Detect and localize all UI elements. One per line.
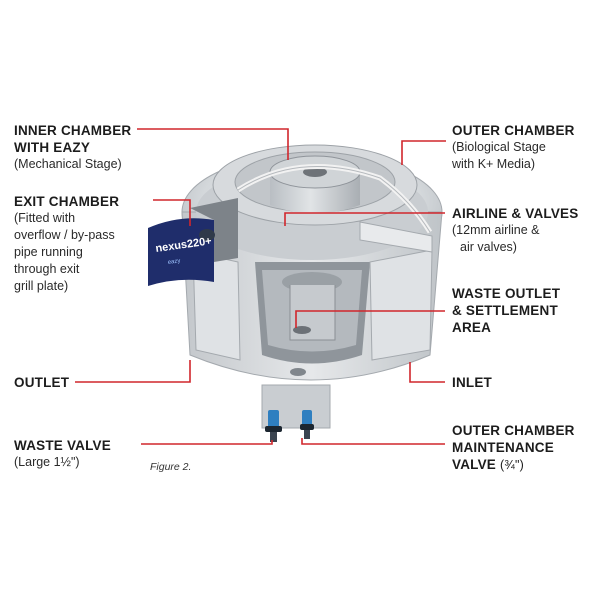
callout-exit-chamber: EXIT CHAMBER (Fitted with overflow / by-…: [14, 193, 119, 295]
airline-valves-title: AIRLINE & VALVES: [452, 206, 579, 221]
waste-valve-title: WASTE VALVE: [14, 438, 111, 453]
maintenance-valve-title-3: VALVE: [452, 457, 497, 472]
exit-chamber: [148, 198, 238, 286]
exit-chamber-sub-3: pipe running: [14, 245, 83, 259]
base-and-valves: [261, 384, 331, 442]
callout-inlet: INLET: [452, 374, 492, 391]
outer-chamber-title: OUTER CHAMBER: [452, 123, 575, 138]
exit-chamber-sub-5: grill plate): [14, 279, 69, 293]
exit-chamber-sub-1: (Fitted with: [14, 211, 76, 225]
leader-outer-chamber: [401, 140, 446, 165]
maintenance-valve-title-1: OUTER CHAMBER: [452, 423, 575, 438]
leader-outlet: [75, 360, 191, 383]
maintenance-valve-icon: [300, 410, 314, 439]
waste-outlet-title-1: WASTE OUTLET: [452, 286, 561, 301]
callout-airline-valves: AIRLINE & VALVES (12mm airline & air val…: [452, 205, 578, 256]
outer-chamber-sub-1: (Biological Stage: [452, 140, 546, 154]
inlet-title: INLET: [452, 375, 492, 390]
leader-inlet: [409, 362, 445, 383]
exit-chamber-sub-2: overflow / by-pass: [14, 228, 115, 242]
figure-caption: Figure 2.: [150, 461, 192, 473]
callout-outer-chamber: OUTER CHAMBER (Biological Stage with K+ …: [452, 122, 575, 173]
outlet-title: OUTLET: [14, 375, 70, 390]
leader-inner-chamber: [137, 128, 289, 160]
product-badge-sub: eazy: [167, 258, 180, 266]
waste-valve-icon: [265, 410, 282, 442]
callout-waste-valve: WASTE VALVE (Large 1½"): [14, 437, 111, 471]
maintenance-valve-title-3-wrap: VALVE (¾"): [452, 456, 575, 474]
leader-exit-chamber: [153, 199, 191, 226]
callout-waste-outlet: WASTE OUTLET & SETTLEMENT AREA: [452, 285, 560, 336]
inner-chamber-title-1: INNER CHAMBER: [14, 123, 132, 138]
maintenance-valve-title-2: MAINTENANCE: [452, 440, 554, 455]
maintenance-valve-sub: (¾"): [499, 458, 524, 472]
leader-airline-valves: [284, 212, 445, 226]
waste-outlet-title-3: AREA: [452, 320, 492, 335]
outer-chamber-sub-2: with K+ Media): [452, 157, 536, 171]
exit-chamber-sub-4: through exit: [14, 262, 80, 276]
leader-waste-valve: [141, 440, 273, 445]
inner-chamber: [269, 155, 361, 214]
waste-valve-sub: (Large 1½"): [14, 455, 80, 469]
callout-maintenance-valve: OUTER CHAMBER MAINTENANCE VALVE (¾"): [452, 422, 575, 474]
airline-valves-sub-2: air valves): [460, 240, 517, 254]
waste-outlet-title-2: & SETTLEMENT: [452, 303, 558, 318]
leader-lines: [75, 128, 446, 445]
callout-inner-chamber: INNER CHAMBER WITH EAZY (Mechanical Stag…: [14, 122, 131, 173]
airline-valves-sub-1: (12mm airline &: [452, 223, 540, 237]
leader-waste-outlet: [295, 310, 445, 328]
inner-chamber-sub: (Mechanical Stage): [14, 157, 122, 171]
callout-outlet: OUTLET: [14, 374, 69, 391]
exit-chamber-title: EXIT CHAMBER: [14, 194, 120, 209]
inner-chamber-title-2: WITH EAZY: [14, 140, 91, 155]
leader-maintenance-valve: [301, 438, 445, 445]
